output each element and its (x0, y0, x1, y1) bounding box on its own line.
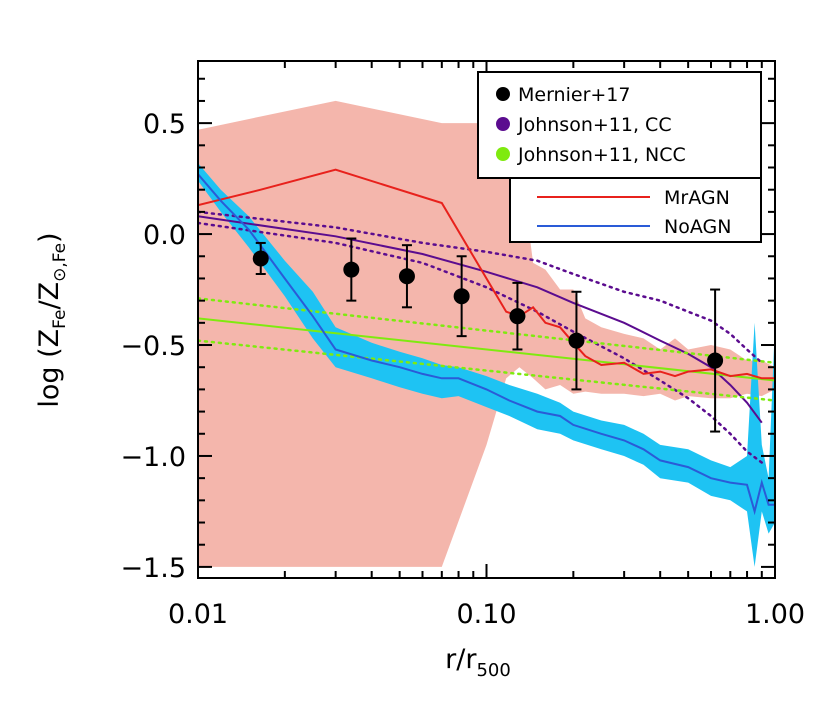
line-mragn (198, 168, 775, 380)
fit-line-johnson-11-ncc (198, 317, 775, 382)
legend-simulations: MrAGN NoAGN (509, 177, 762, 243)
data-point-4 (453, 255, 470, 338)
data-point-3 (398, 244, 415, 309)
legend-observations-box (477, 71, 762, 179)
x-tick-label: 0.10 (456, 599, 516, 630)
y-tick-label: −1.5 (120, 553, 186, 584)
fit-lower-johnson-11-cc (198, 221, 764, 464)
data-point-7 (707, 288, 724, 433)
x-axis-title-sub: 500 (476, 660, 510, 681)
band-mragn (198, 100, 775, 567)
data-point-5 (509, 281, 526, 351)
y-tick-label: −1.0 (120, 442, 186, 473)
legend-label-noagn: NoAGN (664, 216, 731, 238)
y-tick-label: 0.5 (143, 109, 186, 140)
point-marker (252, 250, 269, 267)
data-point-2 (343, 237, 360, 302)
legend-label-johnson-cc: Johnson+11, CC (517, 114, 672, 136)
y-axis-title-suffix: ) (34, 232, 65, 243)
axis-ticks: 0.01 0.10 1.00 0.5 0.0 −0.5 −1.0 −1.5 (120, 61, 805, 630)
point-marker (453, 288, 470, 305)
legend-marker-johnson-ncc (496, 147, 510, 161)
x-tick-label: 0.01 (168, 599, 228, 630)
point-marker (343, 261, 360, 278)
y-tick-label: 0.0 (143, 220, 186, 251)
legend-simulations-box (509, 177, 762, 243)
fit-line-johnson-11-cc (198, 215, 763, 424)
y-axis-title-sub2: ⊙,Fe (50, 243, 70, 282)
fit-upper-johnson-11-ncc (198, 297, 775, 365)
legend-label-mernier: Mernier+17 (518, 84, 630, 106)
uncertainty-bands (198, 100, 775, 567)
point-marker (398, 268, 415, 285)
data-point-1 (252, 241, 269, 276)
y-axis-title-sub1: Fe (50, 310, 70, 329)
x-axis-title: r/r500 (445, 644, 511, 681)
series-lines (198, 168, 775, 516)
point-marker (568, 332, 585, 349)
x-axis-title-base: r/r (445, 644, 477, 675)
line-noagn (198, 173, 775, 516)
data-point-6 (568, 290, 585, 391)
data-points (252, 237, 724, 433)
legend-marker-mernier (496, 87, 510, 101)
point-marker (707, 352, 724, 369)
legend-marker-johnson-cc (496, 117, 510, 131)
x-tick-label: 1.00 (745, 599, 805, 630)
fit-upper-johnson-11-cc (198, 210, 764, 365)
legend-observations: Mernier+17 Johnson+11, CC Johnson+11, NC… (477, 71, 762, 179)
y-axis-title-mid: /Z (34, 282, 65, 310)
y-axis-title: log (ZFe/Z⊙,Fe) (34, 232, 70, 407)
point-marker (509, 308, 526, 325)
y-tick-label: −0.5 (120, 331, 186, 362)
fit-lower-johnson-11-ncc (198, 339, 775, 402)
legend-label-mragn: MrAGN (664, 187, 730, 209)
y-axis-title-prefix: log (Z (34, 329, 65, 408)
legend-label-johnson-ncc: Johnson+11, NCC (517, 144, 686, 166)
